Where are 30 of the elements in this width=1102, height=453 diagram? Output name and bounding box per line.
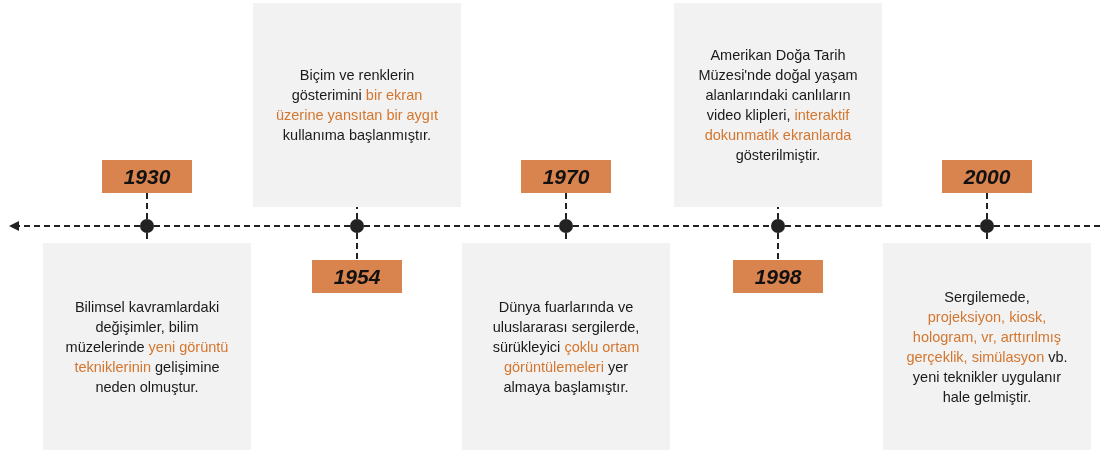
timeline-dot (771, 219, 785, 233)
timeline-arrow (9, 221, 141, 231)
event-description: Biçim ve renklerin gösterimini bir ekran üzerine yansıtan bir aygıt kullanıma başlanmıştır. (275, 66, 439, 145)
timeline-dot (559, 219, 573, 233)
year-label: 1930 (102, 160, 192, 193)
dashed-connector (363, 225, 560, 227)
dashed-connector (986, 192, 988, 220)
event-description: Bilimsel kavramlardaki değişimler, bilim müzelerinde yeni görüntü tekniklerinin gelişimine neden olmuştur. (65, 297, 229, 397)
dashed-connector (777, 206, 779, 220)
dashed-connector (565, 192, 567, 220)
year-label: 1970 (521, 160, 611, 193)
dashed-connector (356, 232, 358, 261)
timeline-dot (980, 219, 994, 233)
year-label: 1954 (312, 260, 402, 293)
event-card (674, 3, 882, 207)
dashed-connector (356, 206, 358, 220)
year-label: 2000 (942, 160, 1032, 193)
dashed-connector (777, 232, 779, 261)
dashed-connector (146, 192, 148, 220)
dashed-connector (993, 225, 1102, 227)
year-label: 1998 (733, 260, 823, 293)
dashed-connector (153, 225, 351, 227)
event-card (253, 3, 461, 207)
dashed-connector (572, 225, 772, 227)
timeline-dot (350, 219, 364, 233)
dashed-connector (784, 225, 981, 227)
event-description: Dünya fuarlarında ve uluslararası sergilerde, sürükleyici çoklu ortam görüntülemeleri yer almaya başlamıştır. (491, 297, 641, 397)
event-description: Amerikan Doğa Tarih Müzesi'nde doğal yaşam alanlarındaki canlıların video klipleri, interaktif dokunmatik ekranlarda gösterilmiştir. (697, 46, 859, 165)
event-description: Sergilemede, projeksiyon, kiosk, hologram, vr, arttırılmış gerçeklik, simülasyon vb. yeni teknikler uygulanır hale gelmiştir. (905, 287, 1069, 407)
timeline-dot (140, 219, 154, 233)
